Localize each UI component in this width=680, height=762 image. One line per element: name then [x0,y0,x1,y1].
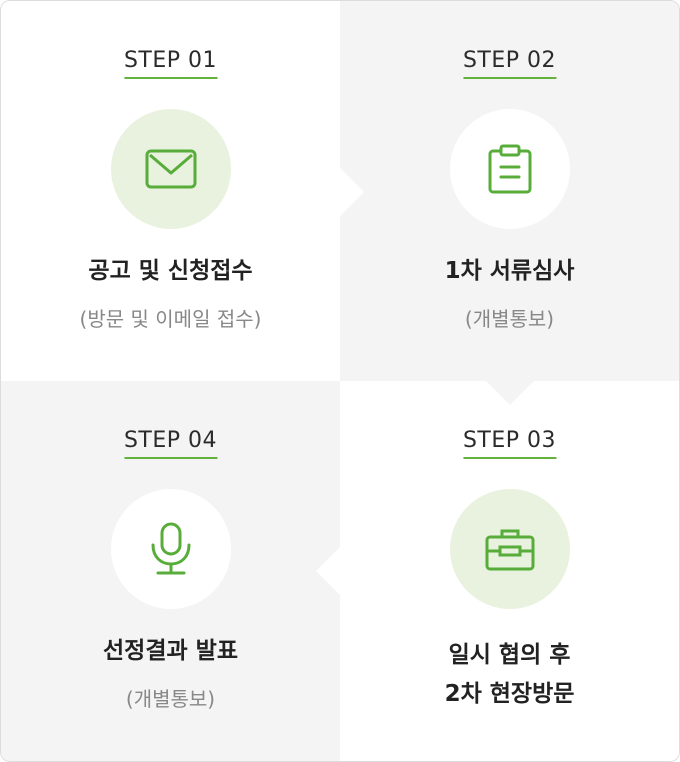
step-04-subtitle: (개별통보) [125,687,216,711]
step-01-label: STEP 01 [123,48,218,79]
step-03-icon-circle [449,489,570,609]
step-03-title-line2: 2차 현장방문 [444,681,575,707]
step-03-title: 일시 협의 후 2차 현장방문 [340,636,679,714]
step-03-card: STEP 03 일시 협의 후 2차 현장방문 [340,381,679,761]
step-04-label: STEP 04 [123,428,218,459]
step-01-title: 공고 및 신청접수 [88,258,253,284]
step-02-icon-circle [449,109,570,229]
step-03-title-line1: 일시 협의 후 [448,642,571,668]
clipboard-icon [488,144,531,194]
step-04-card: STEP 04 선정결과 발표 (개별통보) [1,381,340,761]
envelope-icon [145,149,196,189]
step-04-icon-circle [110,489,231,609]
step-02-label: STEP 02 [462,48,557,79]
step-arrow-right [340,168,364,216]
step-02-subtitle: (개별통보) [464,307,555,331]
step-01-subtitle: (방문 및 이메일 접수) [79,307,262,331]
briefcase-icon [485,529,534,571]
step-03-label: STEP 03 [462,428,557,459]
step-02-card: STEP 02 1차 서류심사 (개별통보) [340,1,679,381]
microphone-icon [151,522,190,575]
step-04-title: 선정결과 발표 [103,638,238,664]
step-01-card: STEP 01 공고 및 신청접수 (방문 및 이메일 접수) [1,1,340,381]
step-arrow-down [486,381,534,405]
step-01-icon-circle [110,109,231,229]
step-02-title: 1차 서류심사 [444,258,575,284]
step-arrow-left [316,547,340,595]
